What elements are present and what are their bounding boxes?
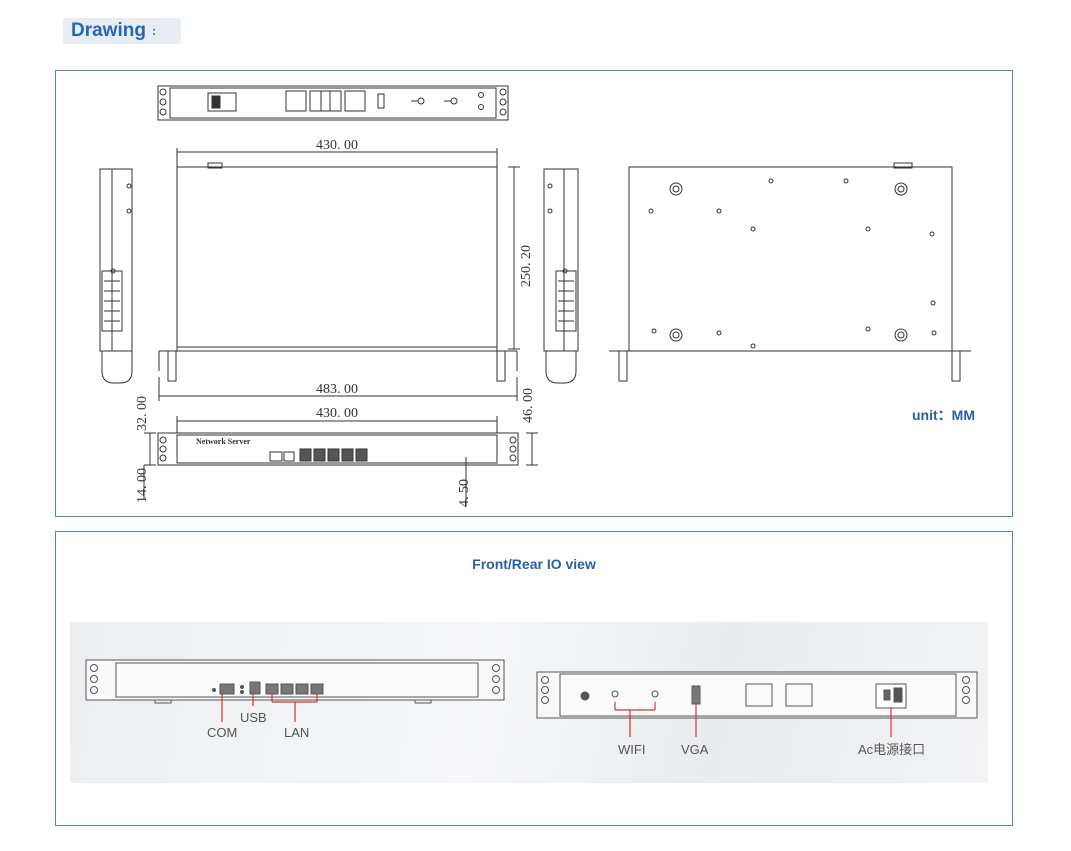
label-ac-power: Ac电源接口: [858, 742, 925, 757]
bottom-view: [609, 162, 971, 382]
heading-title: Drawing: [71, 20, 146, 41]
technical-drawing: 430. 00 250. 20 483. 00: [99, 85, 971, 507]
io-view-title: Front/Rear IO view: [472, 556, 596, 572]
io-photo: COM USB LAN WIFI VGA Ac电源接口: [70, 622, 988, 783]
dim-height-right: 46. 00: [521, 388, 536, 423]
rear-io-panel: [536, 671, 978, 719]
side-view-left: [99, 168, 133, 384]
label-wifi: WIFI: [618, 742, 645, 757]
io-view-illustration: COM USB LAN WIFI VGA Ac电源接口: [85, 659, 978, 757]
front-label: Network Server: [196, 437, 251, 446]
dim-foot: 14. 00: [135, 468, 150, 503]
dim-depth: 250. 20: [519, 245, 534, 287]
dim-height-left: 32. 00: [135, 396, 150, 431]
label-com: COM: [207, 725, 237, 740]
front-io-panel: [85, 659, 505, 704]
label-lan: LAN: [284, 725, 309, 740]
dim-overall-width: 483. 00: [316, 382, 358, 397]
heading-colon: :: [151, 24, 156, 38]
label-usb: USB: [240, 710, 267, 725]
unit-label: unit：MM: [912, 407, 975, 423]
dim-top-width: 430. 00: [316, 138, 358, 153]
dim-small: 4. 50: [457, 479, 472, 507]
callout-lines: [221, 694, 892, 737]
rear-panel-drawing: [157, 85, 509, 121]
side-view-right: [543, 168, 579, 384]
dim-front-width: 430. 00: [316, 406, 358, 421]
section-heading: Drawing :: [63, 18, 181, 44]
io-view-panel: Front/Rear IO view: [55, 531, 1013, 826]
top-view: [158, 148, 520, 401]
label-vga: VGA: [681, 742, 709, 757]
front-view-drawing: [143, 416, 538, 507]
drawing-panel: 430. 00 250. 20 483. 00: [55, 70, 1013, 517]
